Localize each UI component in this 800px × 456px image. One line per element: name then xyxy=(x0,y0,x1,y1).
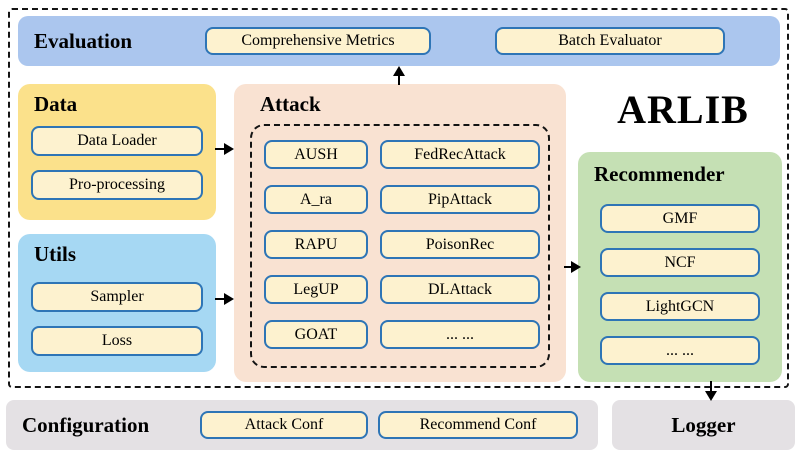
arrow-attack-to-recommender xyxy=(564,259,581,275)
utils-section: Utils Sampler Loss xyxy=(18,234,216,372)
rapu-box: RAPU xyxy=(264,230,368,259)
arrow-head xyxy=(571,261,581,273)
library-boundary-frame xyxy=(8,8,789,388)
attack-ellipsis-box: ... ... xyxy=(380,320,540,349)
data-loader-box: Data Loader xyxy=(31,126,203,156)
recommender-title: Recommender xyxy=(594,162,725,186)
recommender-ellipsis-box: ... ... xyxy=(600,336,760,365)
fedrecattack-box: FedRecAttack xyxy=(380,140,540,169)
legup-box: LegUP xyxy=(264,275,368,304)
figure-title: ARLIB xyxy=(617,87,749,132)
recommender-section: Recommender GMF NCF LightGCN ... ... xyxy=(578,152,782,382)
data-section: Data Data Loader Pro-processing xyxy=(18,84,216,220)
arrow-attack-to-evaluation xyxy=(391,66,407,85)
arrow-shaft xyxy=(564,265,573,269)
poisonrec-box: PoisonRec xyxy=(380,230,540,259)
pro-processing-box: Pro-processing xyxy=(31,170,203,200)
ncf-box: NCF xyxy=(600,248,760,277)
arrow-recommender-to-logger xyxy=(703,381,719,401)
lightgcn-box: LightGCN xyxy=(600,292,760,321)
configuration-title: Configuration xyxy=(22,413,150,437)
data-title: Data xyxy=(34,92,78,116)
arrow-head xyxy=(393,66,405,76)
attack-title: Attack xyxy=(260,92,321,116)
attack-conf-box: Attack Conf xyxy=(200,411,368,439)
evaluation-title: Evaluation xyxy=(34,29,133,53)
goat-box: GOAT xyxy=(264,320,368,349)
logger-section: Logger xyxy=(612,400,795,450)
a-ra-box: A_ra xyxy=(264,185,368,214)
arrow-shaft xyxy=(215,297,226,301)
loss-box: Loss xyxy=(31,326,203,356)
comprehensive-metrics-box: Comprehensive Metrics xyxy=(205,27,431,55)
recommend-conf-box: Recommend Conf xyxy=(378,411,578,439)
arrow-shaft xyxy=(709,381,713,393)
evaluation-section: Evaluation Comprehensive Metrics Batch E… xyxy=(18,16,780,66)
aush-box: AUSH xyxy=(264,140,368,169)
arrow-shaft xyxy=(397,74,401,85)
batch-evaluator-box: Batch Evaluator xyxy=(495,27,725,55)
arrow-head xyxy=(224,143,234,155)
arrow-shaft xyxy=(215,147,226,151)
arrow-head xyxy=(224,293,234,305)
arrow-head xyxy=(705,391,717,401)
dlattack-box: DLAttack xyxy=(380,275,540,304)
arrow-data-to-attack xyxy=(215,141,234,157)
logger-title: Logger xyxy=(671,412,736,437)
attack-section: Attack AUSH FedRecAttack A_ra PipAttack … xyxy=(234,84,566,382)
arrow-utils-to-attack xyxy=(215,291,234,307)
attack-methods-frame: AUSH FedRecAttack A_ra PipAttack RAPU Po… xyxy=(250,124,550,368)
pipattack-box: PipAttack xyxy=(380,185,540,214)
utils-title: Utils xyxy=(34,242,76,266)
gmf-box: GMF xyxy=(600,204,760,233)
sampler-box: Sampler xyxy=(31,282,203,312)
configuration-section: Configuration Attack Conf Recommend Conf xyxy=(6,400,598,450)
